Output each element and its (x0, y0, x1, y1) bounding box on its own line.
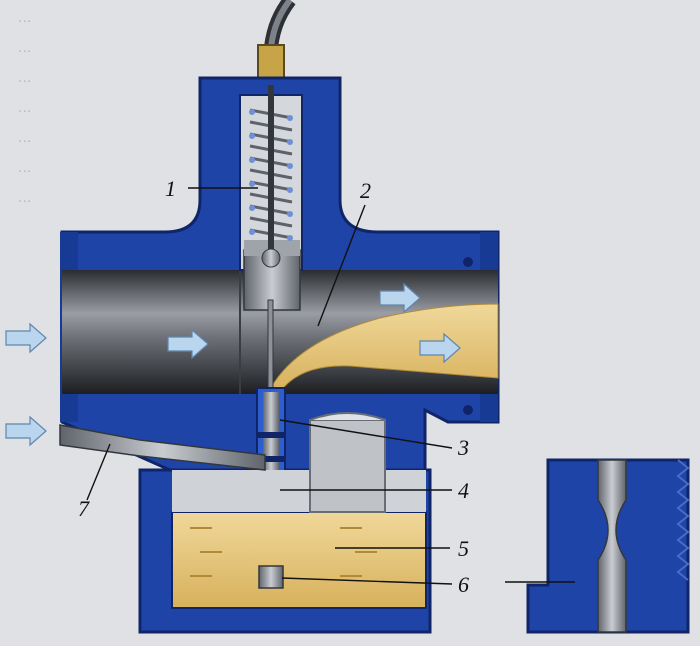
air-arrows (5, 282, 461, 447)
air-channel (59, 424, 266, 471)
leader-lines (86, 187, 575, 585)
background-text: ... ... ... ... ... ... ... (18, 9, 31, 206)
label-3: 3 (457, 435, 469, 460)
spring-dots (249, 109, 293, 241)
cable-nipple (261, 248, 281, 268)
arrow-bore (167, 328, 209, 360)
svg-text:...: ... (18, 9, 31, 26)
float-chamber (171, 412, 427, 609)
svg-text:...: ... (18, 189, 31, 206)
label-5: 5 (458, 536, 469, 561)
arrow-outlet-top (379, 282, 421, 314)
svg-text:...: ... (18, 129, 31, 146)
throttle-cable (257, 0, 296, 86)
fuel-spray (271, 303, 499, 393)
arrow-inlet-top (5, 322, 47, 354)
label-4: 4 (458, 478, 469, 503)
label-1: 1 (165, 176, 176, 201)
part-labels: 1 2 3 4 5 6 7 (78, 176, 469, 597)
arrow-outlet-fuel (419, 332, 461, 364)
label-2: 2 (360, 178, 371, 203)
svg-text:...: ... (18, 69, 31, 86)
cable-rod (268, 85, 274, 260)
label-6: 6 (458, 572, 469, 597)
arrow-inlet-bottom (5, 415, 47, 447)
svg-text:...: ... (18, 39, 31, 56)
main-jet (258, 565, 284, 589)
jet-detail (526, 458, 690, 634)
svg-text:...: ... (18, 99, 31, 116)
svg-text:...: ... (18, 159, 31, 176)
label-7: 7 (78, 496, 90, 521)
